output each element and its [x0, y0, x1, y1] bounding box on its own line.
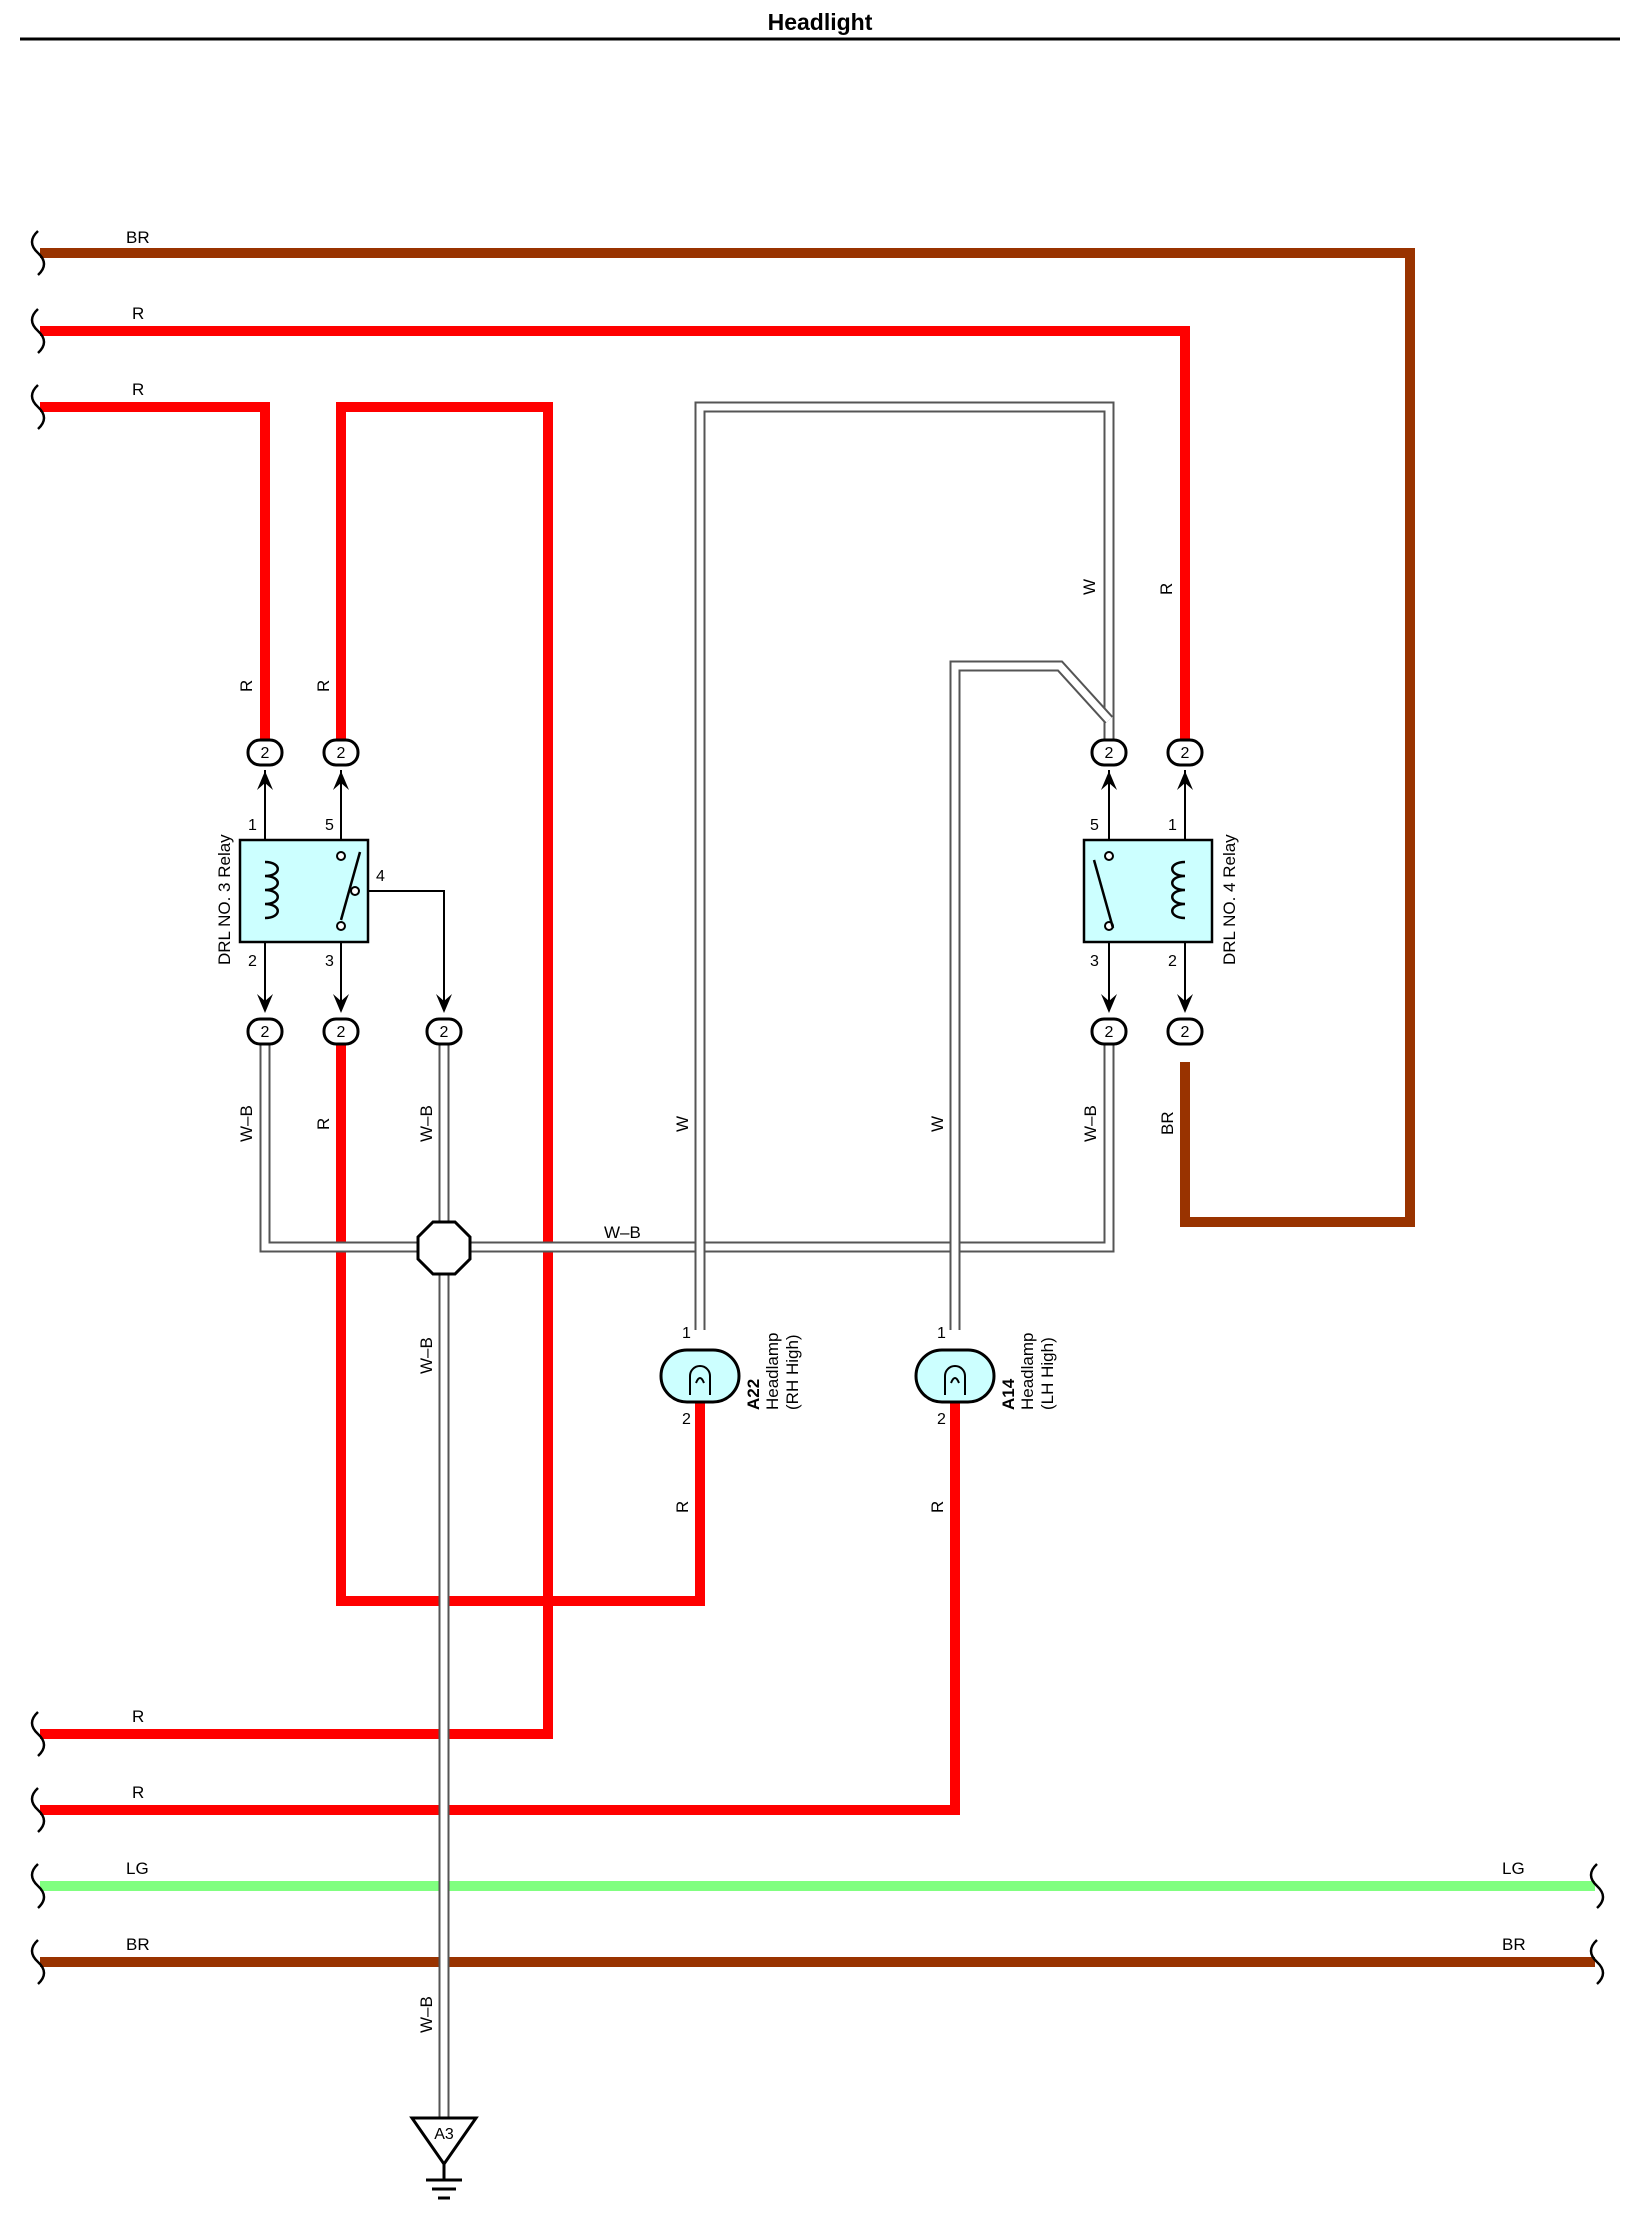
white-wires — [259, 401, 1115, 2118]
junction-connector — [416, 1220, 472, 1276]
svg-text:1: 1 — [248, 817, 257, 834]
ground-point-icon — [409, 2116, 479, 2167]
wire-wb-bus-outline — [259, 1032, 1115, 1253]
headlamp-a22-body — [659, 1348, 741, 1404]
wire-label-lg-right: LG — [1502, 1859, 1525, 1878]
svg-text:4: 4 — [376, 868, 385, 885]
wire-label-r-relay3-pin3: R — [314, 1118, 333, 1130]
wire-label-wb-relay4-pin3: W–B — [1081, 1105, 1100, 1142]
connector-relay4-pin5: 2 — [1090, 738, 1128, 790]
svg-text:2: 2 — [337, 1024, 346, 1041]
wire-labels: BR R R R R W R W–B R W–B W W W–B BR W–B … — [126, 228, 1526, 2033]
svg-text:2: 2 — [1168, 953, 1177, 970]
wire-r-relay3-pin1 — [40, 402, 270, 743]
wire-r-top — [40, 326, 1190, 743]
wire-label-r-relay4-pin1: R — [1157, 583, 1176, 595]
headlamp-a14: 1 2 A14 Headlamp (LH High) — [914, 1325, 1057, 1428]
svg-text:1: 1 — [937, 1325, 946, 1342]
relay-drl-no3: DRL NO. 3 Relay 1 5 4 2 3 — [215, 770, 445, 1010]
wire-label-r-left-feed: R — [132, 380, 144, 399]
svg-text:2: 2 — [261, 1024, 270, 1041]
relay3-name: DRL NO. 3 Relay — [215, 834, 234, 965]
headlamp-a22: 1 2 A22 Headlamp (RH High) — [659, 1325, 802, 1428]
headlamp-a14-name: Headlamp — [1018, 1333, 1037, 1411]
svg-text:2: 2 — [1105, 745, 1114, 762]
wire-label-r-bottom-2: R — [132, 1783, 144, 1802]
wire-label-r-a22-pin2: R — [673, 1501, 692, 1513]
wire-r-a14-pin2 — [40, 1400, 960, 1815]
wire-label-w-relay4-pin5: W — [1080, 579, 1099, 595]
wire-br-top — [40, 248, 1415, 1227]
wire-label-wb-down: W–B — [417, 1337, 436, 1374]
wire-label-wb-bus: W–B — [604, 1223, 641, 1242]
headlamp-a22-sub: (RH High) — [783, 1334, 802, 1410]
connector-relay3-pin5: 2 — [322, 738, 360, 790]
ground-id: A3 — [434, 2126, 454, 2143]
wire-label-r-bottom-1: R — [132, 1707, 144, 1726]
relay3-coil-icon — [264, 860, 279, 920]
wire-label-r-top: R — [132, 304, 144, 323]
svg-text:2: 2 — [937, 1411, 946, 1428]
wire-label-br-top: BR — [126, 228, 150, 247]
headlamp-a14-sub: (LH High) — [1038, 1337, 1057, 1410]
wire-r-relay3-pin3 — [336, 1032, 705, 1606]
svg-text:2: 2 — [1181, 745, 1190, 762]
wire-break-symbols — [30, 230, 1605, 1985]
wire-label-r-a14-pin2: R — [928, 1501, 947, 1513]
bulb-icon — [944, 1365, 966, 1395]
svg-text:5: 5 — [1090, 817, 1099, 834]
connector-relay3-pin1: 2 — [246, 738, 284, 790]
svg-text:1: 1 — [1168, 817, 1177, 834]
headlamp-a14-body — [914, 1348, 996, 1404]
headlamp-a22-id: A22 — [744, 1379, 763, 1410]
wire-label-lg-left: LG — [126, 1859, 149, 1878]
connector-relay3-pin4: 2 — [425, 994, 463, 1046]
svg-text:2: 2 — [1181, 1024, 1190, 1041]
relay-drl-no4: DRL NO. 4 Relay 5 1 3 2 — [1082, 770, 1239, 1010]
wire-label-r-relay3-pin1: R — [237, 680, 256, 692]
page-title: Headlight — [768, 9, 873, 35]
relay4-coil-icon — [1171, 860, 1186, 920]
ground-symbol-icon — [426, 2164, 462, 2200]
ground-a3: A3 — [409, 2116, 479, 2200]
wire-label-br-bottom-right: BR — [1502, 1935, 1526, 1954]
wire-label-w-a14: W — [928, 1116, 947, 1132]
svg-text:2: 2 — [248, 953, 257, 970]
svg-text:2: 2 — [682, 1411, 691, 1428]
connector-relay4-pin3: 2 — [1090, 994, 1128, 1046]
svg-text:3: 3 — [325, 953, 334, 970]
wire-w-a22-outline — [694, 401, 1115, 1330]
wire-label-r-relay3-pin5: R — [314, 680, 333, 692]
svg-text:2: 2 — [1105, 1024, 1114, 1041]
wire-w-a14-outline — [949, 660, 1114, 1330]
svg-text:2: 2 — [440, 1024, 449, 1041]
wire-label-wb-relay3-pin2: W–B — [237, 1105, 256, 1142]
wire-label-br-bottom-left: BR — [126, 1935, 150, 1954]
relay4-name: DRL NO. 4 Relay — [1220, 834, 1239, 965]
wire-label-wb-relay3-pin4: W–B — [417, 1105, 436, 1142]
colored-wires — [40, 248, 1595, 1967]
relay3-body — [238, 838, 370, 944]
wire-r-relay3-pin5 — [40, 402, 553, 1739]
wire-label-w-a22: W — [673, 1116, 692, 1132]
svg-text:2: 2 — [337, 745, 346, 762]
svg-text:1: 1 — [682, 1325, 691, 1342]
connectors: 2 2 2 2 2 2 — [246, 738, 1204, 1046]
bulb-icon — [689, 1365, 711, 1395]
connector-relay4-pin1: 2 — [1166, 738, 1204, 790]
connector-relay4-pin2: 2 — [1166, 994, 1204, 1046]
wire-label-br-relay4-pin2: BR — [1158, 1111, 1177, 1135]
wire-label-wb-ground: W–B — [417, 1996, 436, 2033]
headlamp-a22-name: Headlamp — [763, 1333, 782, 1411]
connector-relay3-pin2: 2 — [246, 994, 284, 1046]
relay3-switch-icon — [339, 851, 362, 921]
svg-text:3: 3 — [1090, 953, 1099, 970]
connector-relay3-pin3: 2 — [322, 994, 360, 1046]
headlamp-a14-id: A14 — [999, 1378, 1018, 1410]
svg-text:2: 2 — [261, 745, 270, 762]
svg-text:5: 5 — [325, 817, 334, 834]
